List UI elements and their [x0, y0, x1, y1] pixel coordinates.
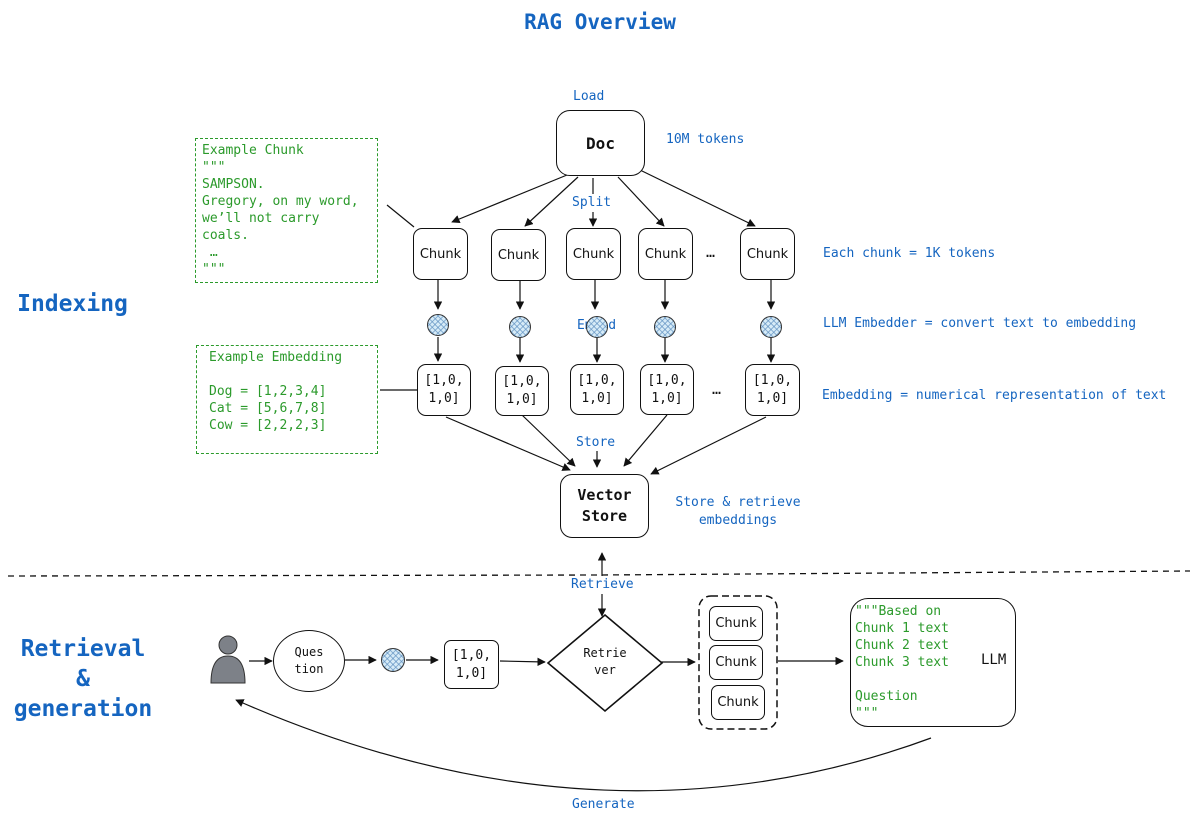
- leader-example-chunk: [386, 204, 415, 228]
- retrieved-chunk-3: Chunk: [711, 685, 765, 720]
- vector-node: [1,0, 1,0]: [745, 364, 800, 416]
- retriever-diamond: [546, 613, 664, 713]
- label-retrieve: Retrieve: [571, 577, 634, 592]
- arrow-vector-store-2: [521, 414, 576, 467]
- retriever-label: Retrie ver: [583, 646, 627, 677]
- annotation-embedding-definition: Embedding = numerical representation of …: [822, 388, 1167, 403]
- query-vector-node: [1,0, 1,0]: [444, 640, 499, 689]
- chunk-ellipsis: …: [706, 243, 716, 261]
- user-icon: [210, 635, 246, 684]
- arrow-generate: [235, 699, 932, 792]
- vector-ellipsis: …: [712, 380, 722, 398]
- arrow-doc-chunk-1: [451, 174, 568, 224]
- embed-dot: [427, 314, 449, 336]
- example-chunk-note: Example Chunk """ SAMPSON. Gregory, on m…: [195, 138, 378, 283]
- retrieved-chunks-group: [698, 595, 778, 730]
- chunk-node: Chunk: [413, 228, 468, 280]
- embed-dot: [509, 316, 531, 338]
- embed-dot: [586, 316, 608, 338]
- chunk-node: Chunk: [740, 228, 795, 280]
- query-embed-dot: [381, 648, 405, 672]
- llm-prompt-text: """Based on Chunk 1 text Chunk 2 text Ch…: [855, 604, 949, 721]
- llm-label: LLM: [981, 652, 1007, 668]
- example-embedding-note: Example Embedding Dog = [1,2,3,4] Cat = …: [196, 345, 378, 454]
- arrow-doc-chunk-2: [524, 176, 579, 227]
- diagram-title: RAG Overview: [524, 10, 676, 34]
- annotation-embedder: LLM Embedder = convert text to embedding: [823, 316, 1137, 331]
- label-store: Store: [576, 435, 616, 450]
- chunk-node: Chunk: [638, 228, 693, 280]
- vector-node: [1,0, 1,0]: [640, 364, 694, 415]
- arrow-doc-chunk-4: [617, 176, 665, 227]
- section-retrieval-generation: Retrieval & generation: [13, 636, 153, 722]
- arrow-doc-chunk-5: [639, 169, 756, 227]
- arrow-vector-store-4: [623, 414, 668, 467]
- chunk-node: Chunk: [491, 229, 546, 281]
- retrieved-chunk-1: Chunk: [709, 606, 763, 641]
- annotation-doc-tokens: 10M tokens: [666, 132, 745, 147]
- arrow-vector-store-1: [445, 416, 571, 471]
- arrow-vector-retriever: [499, 657, 546, 667]
- embed-dot: [654, 316, 676, 338]
- label-load: Load: [573, 89, 605, 104]
- vector-node: [1,0, 1,0]: [570, 364, 624, 415]
- section-divider: [7, 570, 1191, 577]
- vector-node: [1,0, 1,0]: [417, 364, 471, 416]
- arrow-vector-store-5: [650, 416, 767, 475]
- annotation-store-description: Store & retrieve embeddings: [675, 495, 801, 528]
- doc-node: Doc: [556, 110, 645, 176]
- label-generate: Generate: [572, 797, 635, 812]
- embed-dot: [760, 316, 782, 338]
- llm-node: [850, 598, 1016, 727]
- vector-node: [1,0, 1,0]: [495, 366, 549, 416]
- question-node: Ques tion: [273, 630, 345, 692]
- section-indexing: Indexing: [17, 291, 128, 317]
- chunk-node: Chunk: [566, 228, 621, 280]
- annotation-chunk-tokens: Each chunk = 1K tokens: [823, 246, 996, 261]
- retrieved-chunk-2: Chunk: [709, 645, 763, 680]
- label-split: Split: [572, 195, 612, 210]
- vector-store-node: Vector Store: [560, 474, 649, 538]
